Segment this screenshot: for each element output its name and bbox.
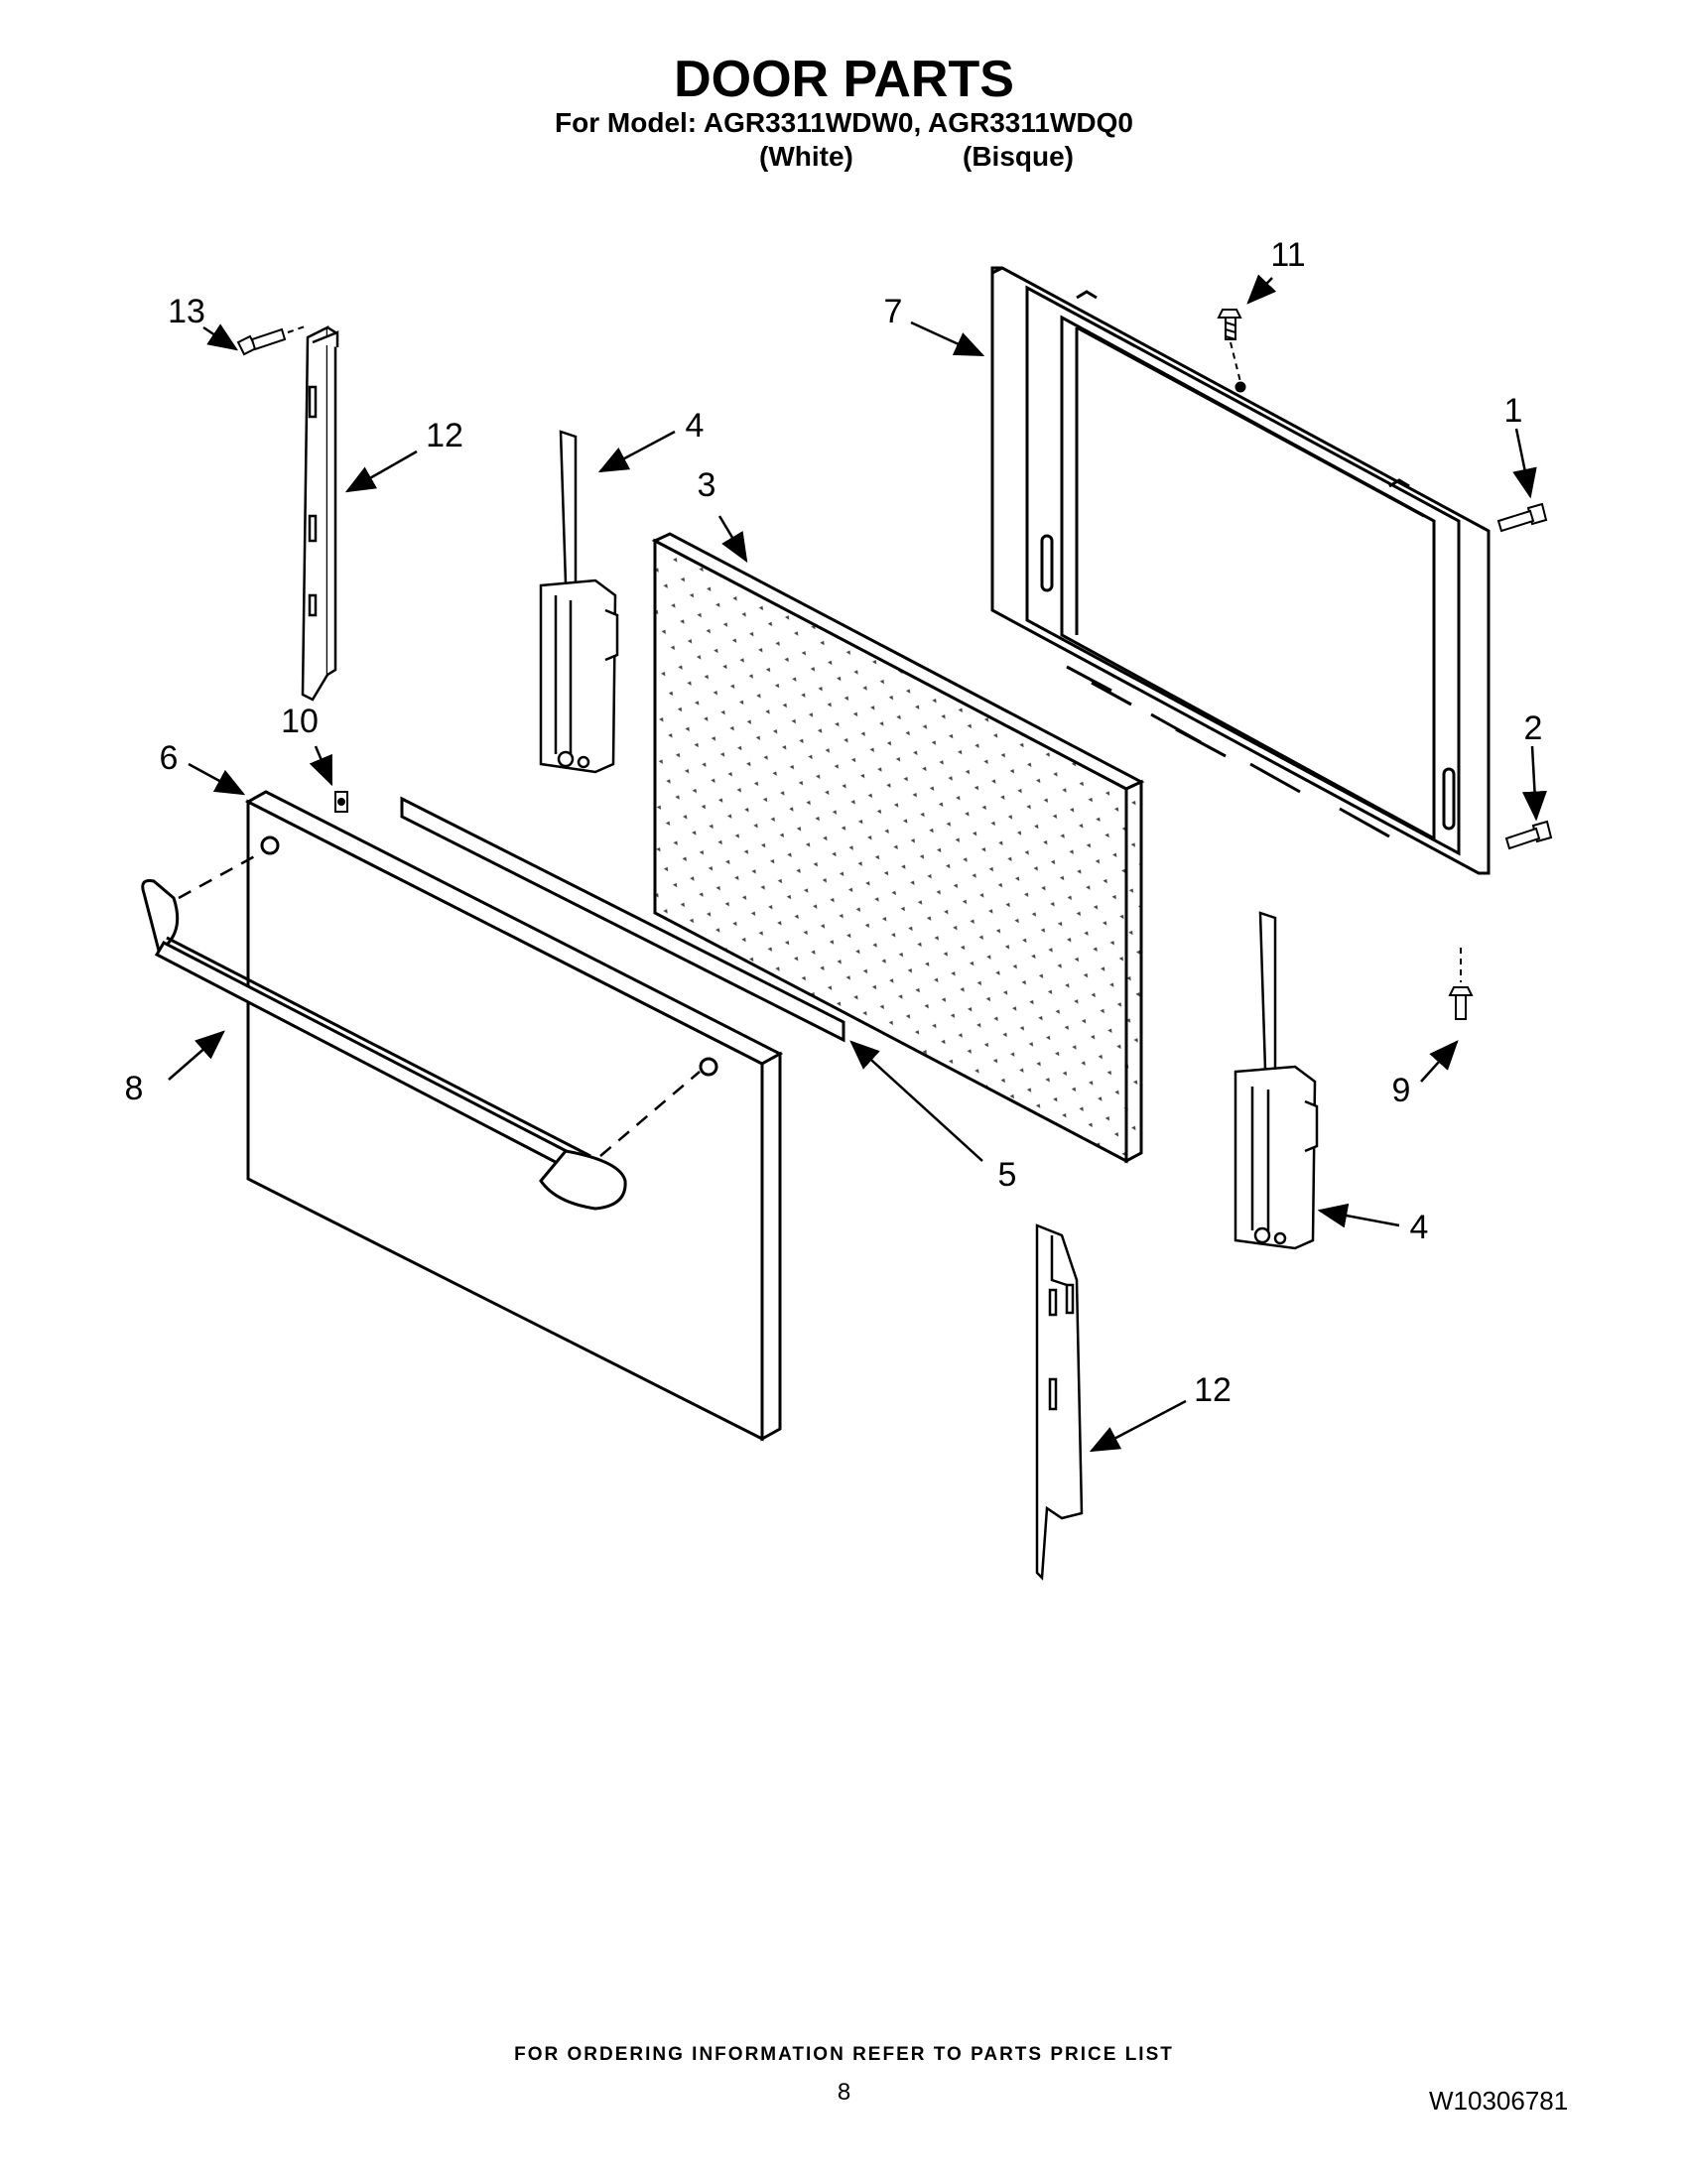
page-number: 8 [837, 2079, 851, 2106]
leader-8 [168, 1030, 225, 1081]
screw-part-2 [1504, 820, 1553, 850]
leader-11 [1246, 274, 1277, 305]
callout-10: 10 [281, 703, 319, 740]
callout-11: 11 [1270, 236, 1305, 274]
callout-12-upper: 12 [426, 417, 463, 454]
callout-4-lower: 4 [1410, 1209, 1429, 1246]
callout-4-upper: 4 [686, 407, 705, 445]
screw-part-13 [236, 327, 287, 356]
leader-7 [910, 321, 985, 357]
gasket-strip-part-5 [400, 796, 845, 1043]
callout-9: 9 [1392, 1072, 1411, 1109]
callout-12-lower: 12 [1194, 1371, 1232, 1409]
leader-12-lower [1089, 1399, 1187, 1453]
variant-white: (White) [759, 141, 853, 172]
document-number: W10306781 [1429, 2086, 1569, 2116]
leader-4-upper [597, 430, 676, 473]
leader-1 [1512, 428, 1537, 499]
leader-13 [202, 323, 239, 351]
leader-9 [1420, 1040, 1459, 1083]
door-handle-part-8 [141, 879, 627, 1211]
handle-mount-line-upper [178, 851, 261, 900]
leader-6 [188, 762, 246, 796]
page-title: DOOR PARTS [674, 51, 1014, 108]
screw-part-1 [1496, 502, 1548, 533]
clip-part-10 [334, 791, 348, 813]
callout-1: 1 [1504, 392, 1523, 430]
hinge-receiver-part-12-lower [1035, 1223, 1084, 1581]
callout-8: 8 [125, 1070, 144, 1107]
door-frame-part-7 [990, 266, 1491, 875]
callout-13: 13 [168, 293, 205, 330]
callout-2: 2 [1524, 709, 1543, 747]
insulation-panel-part-3 [651, 532, 1145, 1164]
callout-6: 6 [160, 739, 179, 777]
model-line: For Model: AGR3311WDW0, AGR3311WDQ0 [555, 107, 1133, 138]
ordering-note: FOR ORDERING INFORMATION REFER TO PARTS … [514, 2044, 1174, 2065]
leader-3 [717, 515, 748, 564]
leader-4-lower [1317, 1203, 1400, 1228]
hinge-part-4-right [1234, 911, 1319, 1250]
variant-bisque: (Bisque) [963, 141, 1074, 172]
leader-12-upper [344, 450, 418, 493]
leader-10 [309, 745, 333, 787]
screw-13-guide-line [287, 324, 309, 333]
hinge-receiver-part-12-upper [301, 324, 339, 702]
screw-part-9 [1448, 986, 1474, 1020]
leader-5 [849, 1040, 983, 1162]
handle-mount-line-lower [599, 1071, 701, 1157]
callout-3: 3 [698, 466, 716, 504]
callout-7: 7 [884, 293, 903, 330]
leader-2 [1522, 745, 1547, 822]
hinge-part-4-left [539, 430, 619, 774]
screw-part-11 [1217, 309, 1242, 340]
callout-5: 5 [998, 1156, 1017, 1194]
screw-11-guide-line [1230, 341, 1241, 383]
